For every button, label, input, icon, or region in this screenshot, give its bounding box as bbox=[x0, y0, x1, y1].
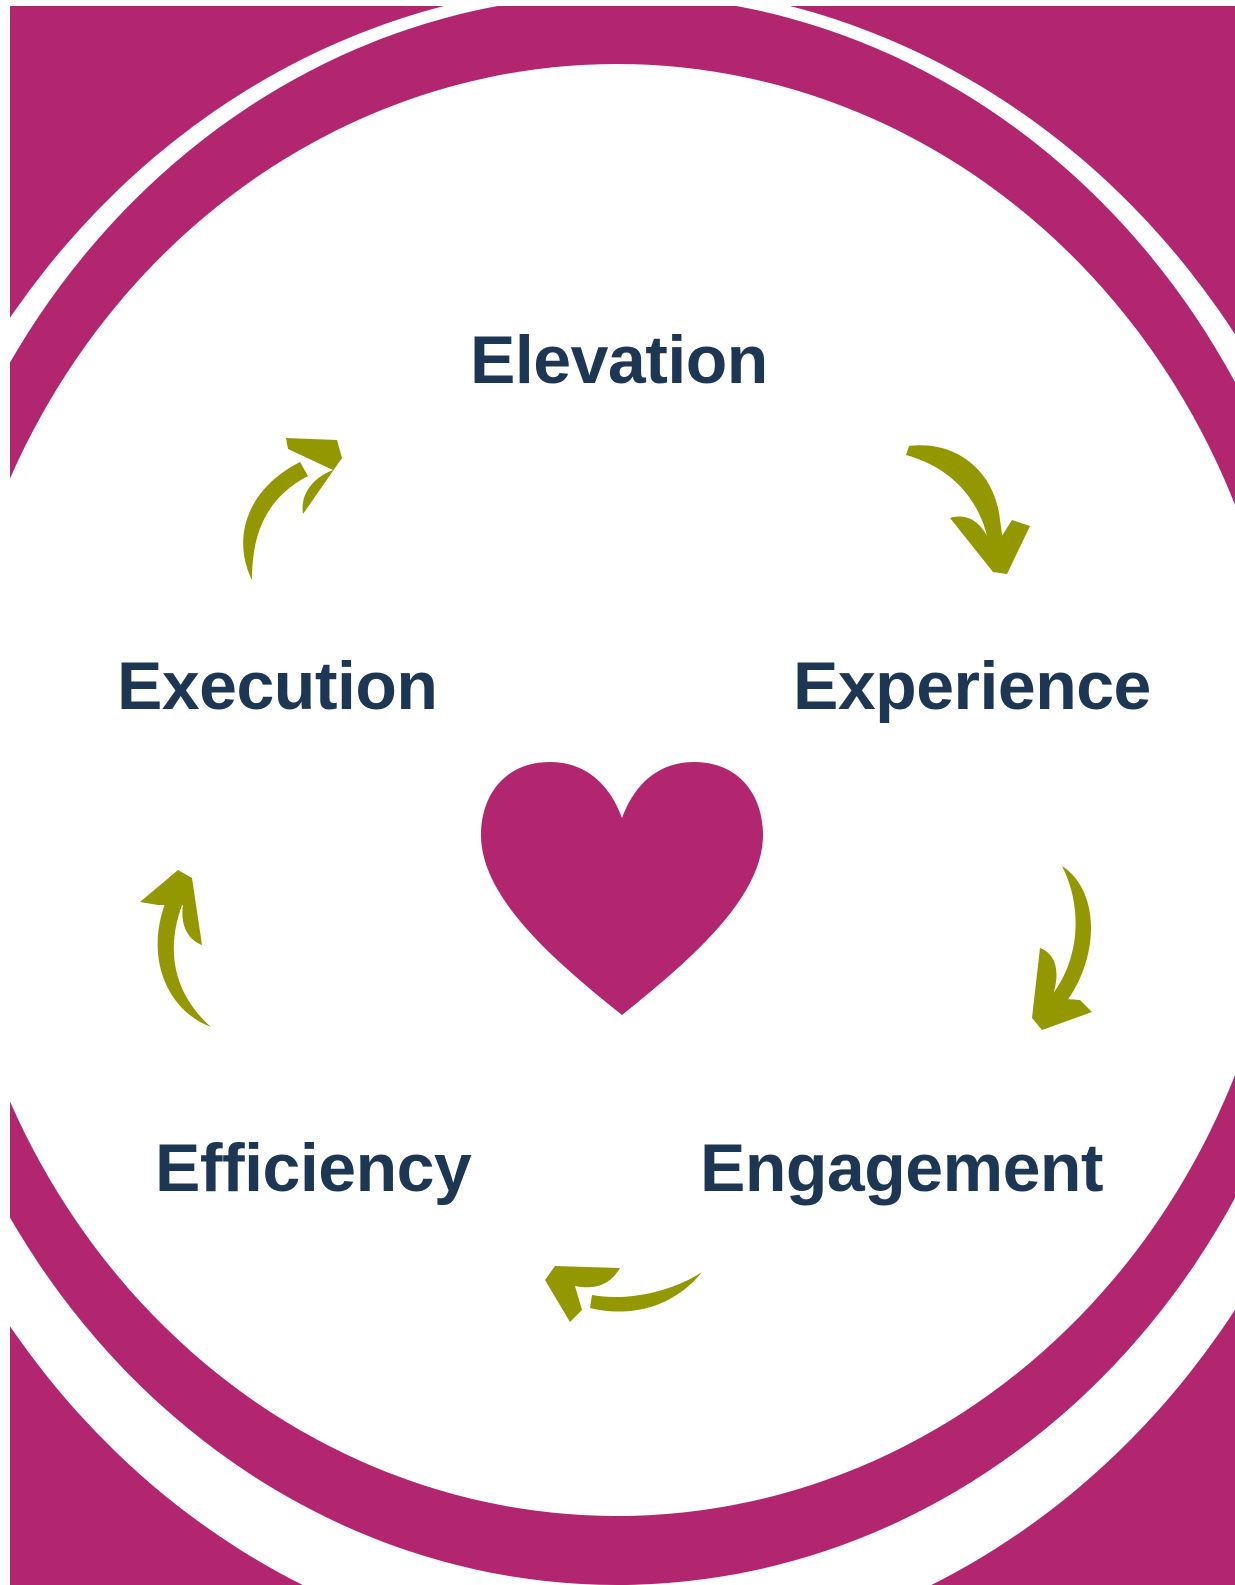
arrow-elevation-to-experience bbox=[906, 445, 1030, 574]
heart-icon bbox=[481, 762, 763, 1015]
stage-label-elevation: Elevation bbox=[470, 322, 768, 398]
arrow-execution-to-elevation bbox=[243, 438, 342, 580]
inner-white-area bbox=[10, 64, 1235, 1516]
stage-label-efficiency: Efficiency bbox=[155, 1130, 472, 1206]
arrow-efficiency-to-execution bbox=[140, 870, 211, 1027]
stage-label-engagement: Engagement bbox=[700, 1130, 1104, 1206]
stage-label-execution: Execution bbox=[117, 648, 438, 724]
arrow-engagement-to-efficiency bbox=[545, 1266, 702, 1322]
stage-label-experience: Experience bbox=[793, 648, 1151, 724]
arrow-experience-to-engagement bbox=[1032, 866, 1092, 1030]
